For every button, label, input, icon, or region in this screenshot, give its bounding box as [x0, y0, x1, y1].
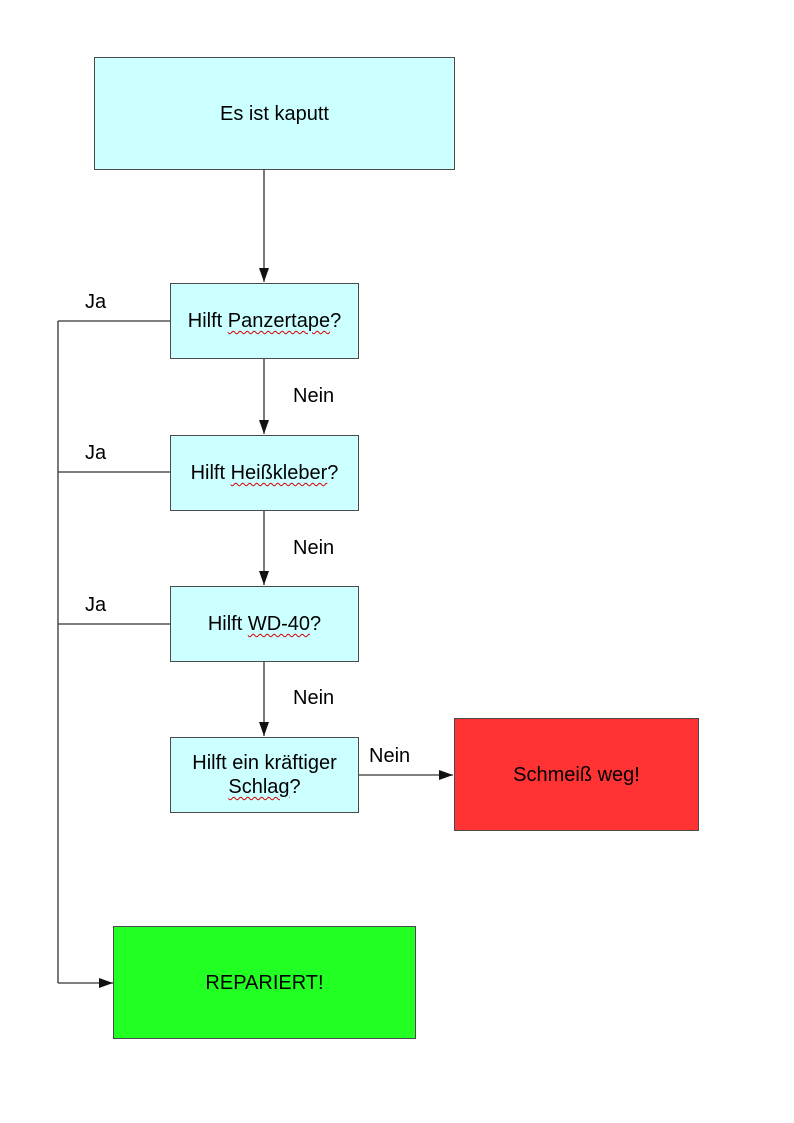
question-wd40-label: Hilft WD-40? — [207, 613, 322, 635]
success-box-label: REPARIERT! — [205, 971, 324, 994]
edge-label-nein-1: Nein — [293, 385, 335, 407]
start-box: Es ist kaputt — [94, 57, 455, 170]
edge-label-nein-3: Nein — [293, 687, 335, 709]
edge-label-nein-4: Nein — [369, 745, 411, 767]
start-box-label: Es ist kaputt — [220, 102, 329, 125]
question-heisskleber: Hilft Heißkleber? — [170, 435, 359, 511]
question-heisskleber-label: Hilft Heißkleber? — [190, 462, 339, 484]
edge-label-nein-2: Nein — [293, 537, 335, 559]
question-wd40: Hilft WD-40? — [170, 586, 359, 662]
edge-label-ja-2: Ja — [85, 442, 107, 464]
fail-box: Schmeiß weg! — [454, 718, 699, 831]
success-box: REPARIERT! — [113, 926, 416, 1039]
fail-box-label: Schmeiß weg! — [513, 763, 640, 786]
edge-label-ja-3: Ja — [85, 594, 107, 616]
edge-label-ja-1: Ja — [85, 291, 107, 313]
question-panzertape-label: Hilft Panzertape? — [187, 310, 342, 332]
question-panzertape: Hilft Panzertape? — [170, 283, 359, 359]
